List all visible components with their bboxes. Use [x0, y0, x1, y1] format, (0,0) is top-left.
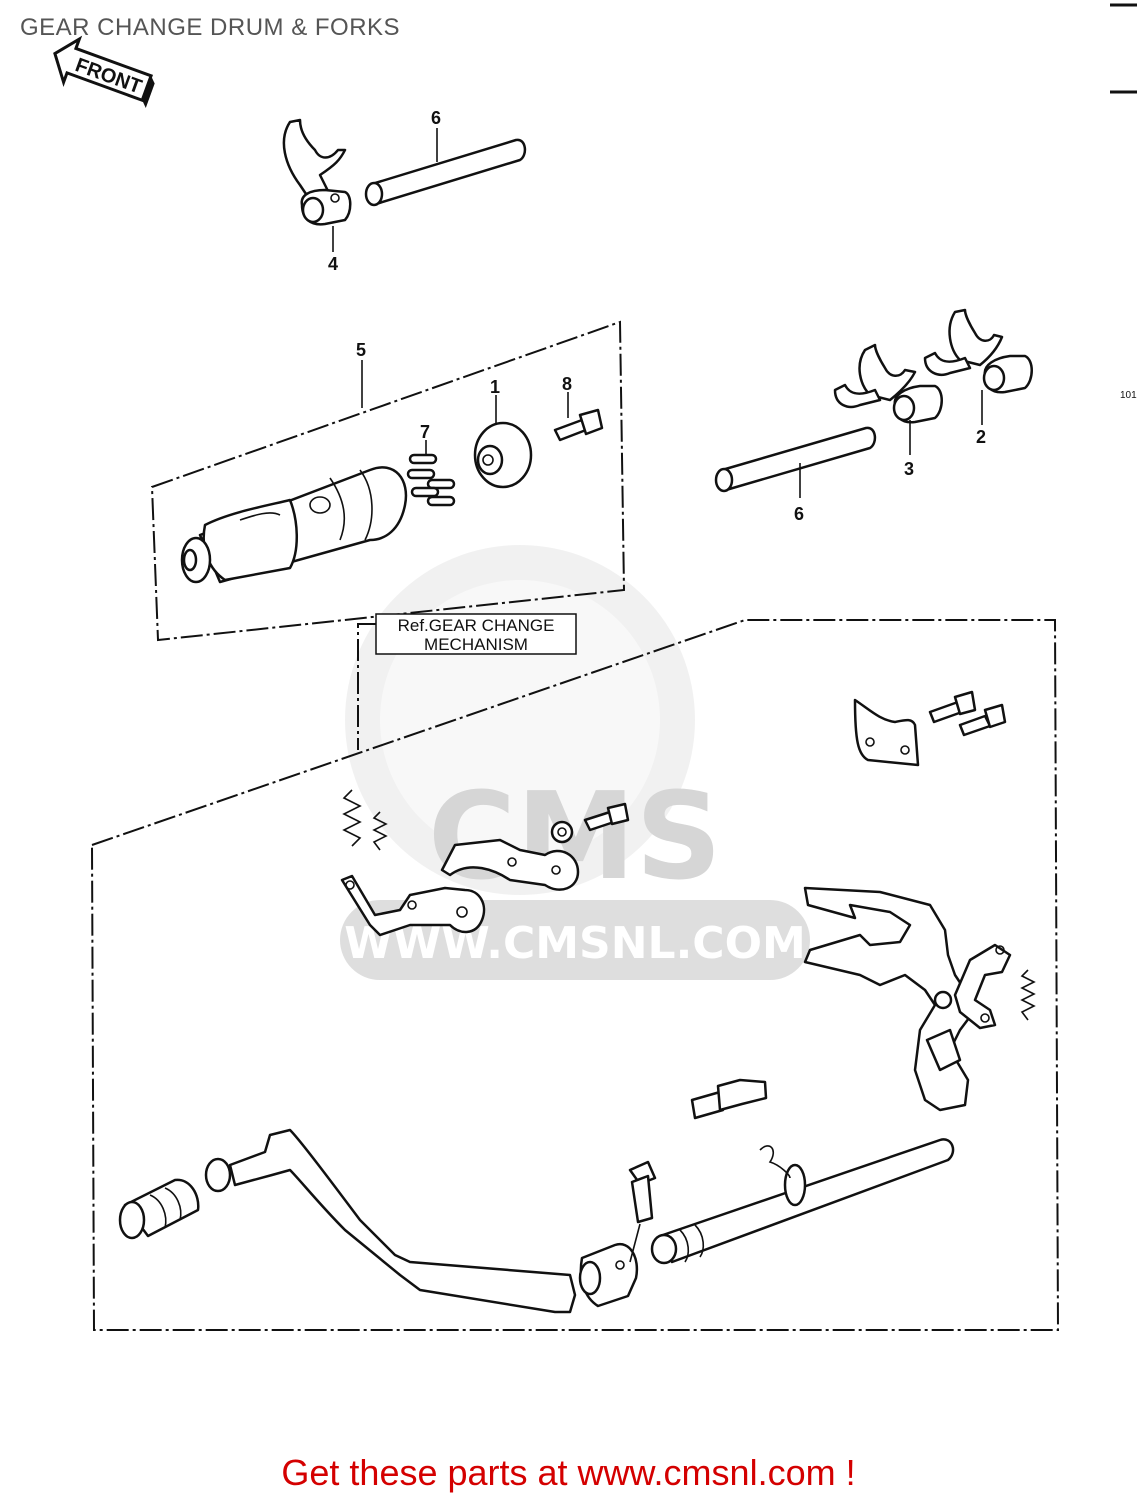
- fork-shaft-6-right: [714, 426, 877, 498]
- watermark-url-text: WWW.CMSNL.COM: [344, 918, 806, 969]
- gear-change-mechanism-box: [90, 619, 1060, 1331]
- gear-change-drum: [180, 466, 408, 584]
- stud-bolt: [690, 1078, 768, 1120]
- bolt-8: [553, 392, 604, 442]
- callout-8: 8: [562, 374, 572, 394]
- callout-5: 5: [356, 340, 366, 360]
- shift-pawl-arms: [340, 838, 580, 937]
- drum-assembly-box: [150, 320, 626, 642]
- front-arrow: FRONT: [53, 35, 155, 108]
- shift-shaft: [650, 1138, 955, 1265]
- page-title: GEAR CHANGE DRUM & FORKS: [20, 14, 401, 41]
- callout-3: 3: [904, 459, 914, 479]
- callout-7: 7: [420, 422, 430, 442]
- fork-shaft-6-top: [364, 128, 527, 207]
- drum-cam-plate-1: [473, 395, 533, 489]
- ref-box-line2: MECHANISM: [424, 635, 528, 654]
- pawl-bolt-washer: [550, 802, 630, 844]
- footer-link-text[interactable]: Get these parts at www.cmsnl.com !: [281, 1452, 856, 1493]
- stopper-bolts: [928, 690, 1007, 737]
- ref-box: [375, 613, 577, 655]
- watermark-logo-text: CMS: [428, 768, 722, 907]
- shift-fork-4: [282, 118, 352, 252]
- shift-pedal: [118, 1128, 657, 1314]
- callout-2: 2: [976, 427, 986, 447]
- side-code: 101: [1120, 390, 1137, 401]
- callout-1: 1: [490, 377, 500, 397]
- callout-4: 4: [328, 254, 338, 274]
- callout-6-top: 6: [431, 108, 441, 128]
- shift-mechanism-arm: [803, 886, 1012, 1112]
- return-springs: [342, 789, 1036, 1021]
- drum-pins-7: [406, 440, 456, 507]
- shift-fork-2: [923, 308, 1033, 425]
- ref-leader-line: [357, 623, 376, 750]
- callout-6-right: 6: [794, 504, 804, 524]
- stopper-plate: [853, 698, 920, 767]
- ref-box-line1: Ref.GEAR CHANGE: [398, 616, 555, 635]
- shift-fork-3: [833, 343, 943, 455]
